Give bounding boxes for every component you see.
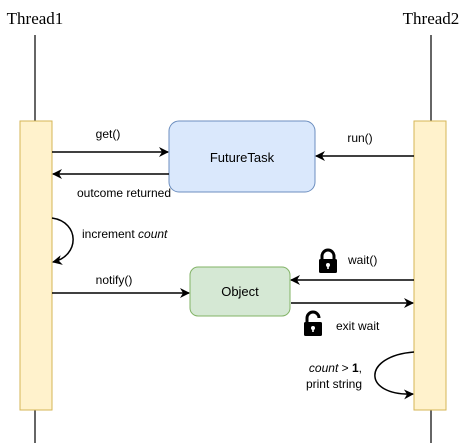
unlocked-padlock-icon [304, 310, 322, 336]
object-box [189, 266, 291, 317]
thread1-header: Thread1 [7, 9, 64, 28]
thread2-header: Thread2 [403, 9, 460, 28]
thread2-activation-bar [413, 120, 447, 411]
condition-self-arrow [374, 351, 415, 400]
run-label: run() [347, 131, 372, 145]
increment-self-arrow [51, 217, 74, 265]
condition-value: 1 [352, 361, 359, 375]
exit-wait-label: exit wait [336, 319, 380, 333]
increment-var: count [138, 227, 168, 241]
condition-label: count > 1, [309, 361, 362, 375]
condition-op: > [338, 361, 352, 375]
thread1-activation-bar [19, 120, 53, 411]
notify-label: notify() [96, 273, 133, 287]
object-label: Object [221, 284, 259, 299]
increment-prefix: increment [82, 227, 138, 241]
get-label: get() [96, 127, 121, 141]
locked-padlock-icon [319, 248, 337, 273]
futuretask-label: FutureTask [210, 150, 275, 165]
condition-var: count [309, 361, 339, 375]
condition-suffix: , [359, 361, 362, 375]
wait-label: wait() [347, 253, 377, 267]
print-string-label: print string [306, 377, 362, 391]
outcome-label: outcome returned [77, 186, 171, 200]
increment-label: increment count [82, 227, 168, 241]
